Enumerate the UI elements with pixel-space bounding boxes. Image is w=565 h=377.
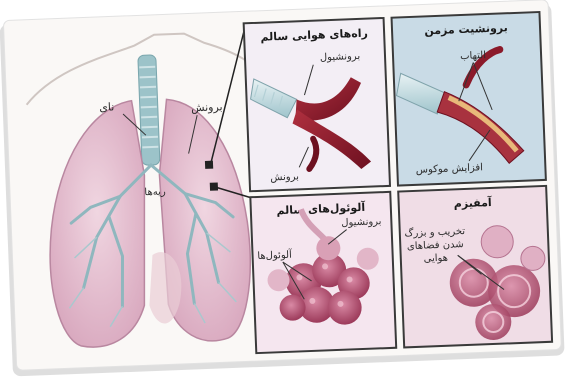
- emphysema-damage-label-box: تخریب و بزرگ شدن فضاهای هوایی: [404, 225, 468, 287]
- trachea-shape: [138, 55, 160, 166]
- zoom-marker-1: [205, 161, 213, 169]
- lungs-label: ریه‌ها: [144, 186, 166, 198]
- panel-emphysema: آمفیزم تخریب و بزرگ شدن فضاهای هوایی: [398, 186, 552, 348]
- panel-emphysema-title: آمفیزم: [453, 195, 492, 210]
- panel-chronic-bronchitis: برونشیت مزمن التهاب افزایش موکوس: [392, 12, 546, 186]
- trachea-label: نای: [99, 100, 115, 114]
- bronchitis-inflammation-label: التهاب: [460, 50, 486, 62]
- alveoli-bronchiole-label: برونشیول: [341, 216, 382, 229]
- bronchus-label: برونش: [191, 100, 223, 114]
- emphysema-damage-label: تخریب و بزرگ شدن فضاهای هوایی: [404, 225, 467, 266]
- panel-healthy-alveoli: آلوئول‌های سالم برونشیول آلوئول‌ه: [250, 192, 396, 353]
- panel-healthy-airways: راه‌های هوایی سالم برونشیول برونش: [244, 18, 390, 191]
- healthy-bronchiole-label: برونشیول: [320, 51, 361, 64]
- healthy-bronchus-label: برونش: [270, 171, 299, 183]
